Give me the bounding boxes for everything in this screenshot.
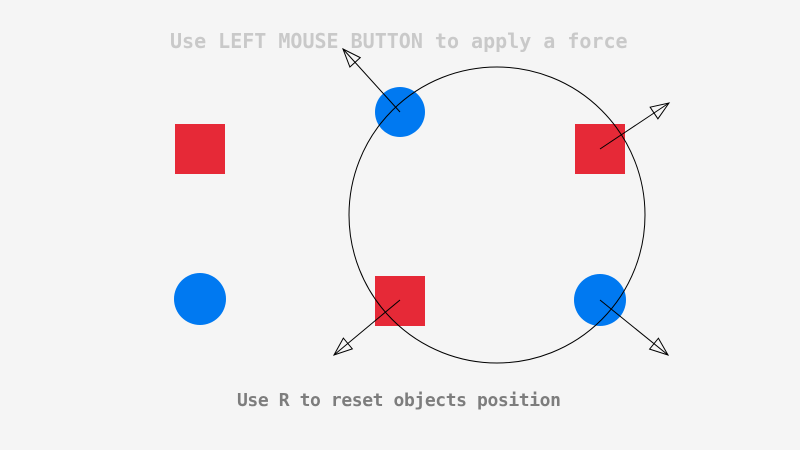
instruction-apply-force: Use LEFT MOUSE BUTTON to apply a force — [170, 29, 628, 53]
instruction-reset: Use R to reset objects position — [237, 390, 561, 411]
force-arrow-top-circle-line — [342, 48, 401, 113]
force-arrow-right-circle-line — [599, 299, 669, 356]
force-arrow-center-square-line — [333, 299, 401, 356]
force-arrow-right-circle-head — [648, 337, 670, 356]
force-arrow-right-square-head — [649, 102, 671, 120]
force-arrow-top-circle-head — [342, 47, 362, 68]
boundary-circle — [348, 66, 646, 364]
red-square-left[interactable] — [175, 124, 225, 174]
red-square-center[interactable] — [375, 276, 425, 326]
force-arrow-right-square-line — [599, 102, 670, 150]
force-arrow-center-square-head — [332, 337, 354, 356]
blue-circle-left[interactable] — [174, 273, 226, 325]
